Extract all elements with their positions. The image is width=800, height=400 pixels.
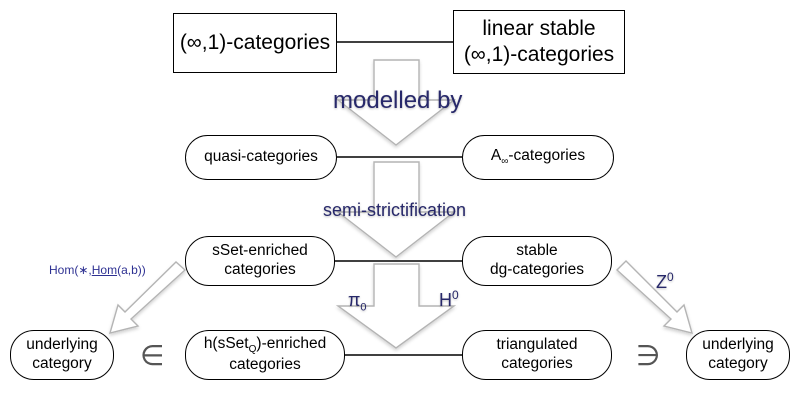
- stable-dg-categories-node: stable dg-categories: [462, 236, 612, 286]
- right-diagonal-arrow: [615, 260, 694, 334]
- modelled-by-label: modelled by: [333, 87, 463, 114]
- contains-symbol: ∋: [636, 339, 661, 372]
- underlying-right-label: underlying category: [702, 336, 774, 372]
- quasi-categories-label: quasi-categories: [204, 148, 318, 166]
- semi-strictification-label: semi-strictification: [323, 200, 467, 220]
- element-of-symbol: ∈: [140, 339, 165, 372]
- linear-stable-categories-node: linear stable (∞,1)-categories: [453, 10, 625, 74]
- h0-label: H0: [439, 288, 459, 310]
- sset-enriched-label: sSet-enriched categories: [212, 242, 308, 278]
- down-arrow-3: [335, 263, 457, 349]
- pi0-label: π0: [348, 290, 367, 314]
- a-infinity-categories-node: A∞-categories: [462, 135, 614, 180]
- a-infinity-categories-label: A∞-categories: [490, 146, 586, 167]
- sset-enriched-categories-node: sSet-enriched categories: [185, 236, 335, 286]
- underlying-category-right-node: underlying category: [686, 330, 790, 380]
- left-diagonal-arrow: [108, 261, 187, 334]
- underlying-category-left-node: underlying category: [10, 330, 114, 380]
- underlying-left-label: underlying category: [26, 336, 98, 372]
- quasi-categories-node: quasi-categories: [185, 135, 337, 180]
- triangulated-label: triangulated categories: [496, 336, 578, 372]
- h-sset-enriched-categories-node: h(sSetQ)-enriched categories: [185, 330, 345, 380]
- stable-dg-label: stable dg-categories: [490, 242, 584, 278]
- triangulated-categories-node: triangulated categories: [462, 330, 612, 380]
- infinity-one-categories-label: (∞,1)-categories: [179, 31, 331, 55]
- infinity-one-categories-node: (∞,1)-categories: [173, 13, 337, 73]
- hom-functor-label: Hom(∗,Hom(a,b)): [49, 263, 146, 277]
- linear-stable-label: linear stable (∞,1)-categories: [463, 17, 615, 66]
- h-sset-enriched-label: h(sSetQ)-enriched categories: [203, 334, 327, 374]
- z0-label: Z0: [656, 270, 674, 292]
- down-arrow-2: [335, 161, 457, 258]
- down-arrow-1: [335, 59, 457, 146]
